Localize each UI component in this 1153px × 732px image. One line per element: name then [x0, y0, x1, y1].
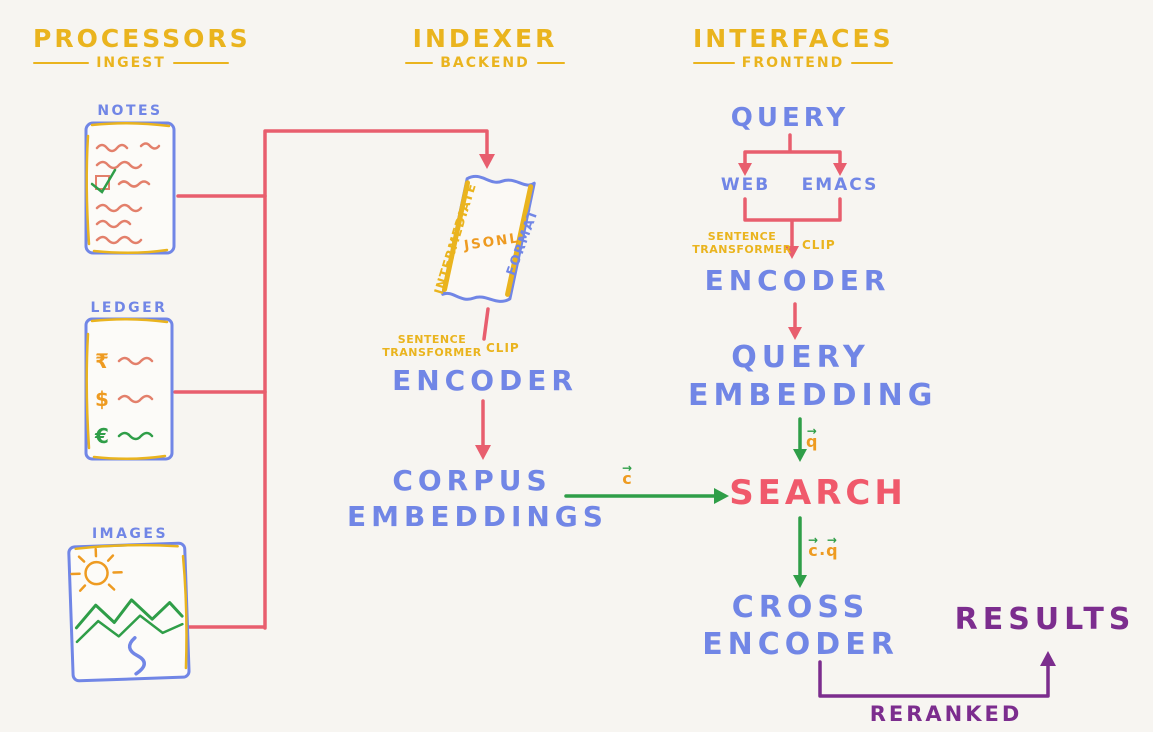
- vector-arrow-icon: →: [622, 461, 633, 475]
- notes-card-drawing: [84, 121, 176, 255]
- interfaces-title: INTERFACES: [693, 24, 894, 53]
- results-arrowhead: [1040, 651, 1056, 666]
- scroll-drawing: [441, 174, 536, 303]
- interface-encoder-label: ENCODER: [704, 264, 891, 297]
- web-client-label: WEB: [720, 175, 771, 195]
- notes-card: [83, 120, 177, 260]
- scroll-shape: [441, 174, 536, 303]
- corpus-vector-label: → c: [622, 462, 632, 487]
- vector-letter: c: [622, 469, 632, 488]
- vector-letter: q: [826, 541, 838, 560]
- sentence-label: SENTENCE: [397, 333, 467, 346]
- indexer-title: INDEXER: [412, 24, 558, 53]
- interfaces-header: INTERFACES FRONTEND: [693, 24, 894, 71]
- euro-symbol: €: [94, 424, 109, 448]
- q-vector: → q: [826, 534, 837, 559]
- transformer-label: TRANSFORMER: [692, 242, 792, 256]
- search-top-arrowhead: [793, 449, 807, 462]
- cross-encoder-line2: ENCODER: [702, 627, 899, 662]
- subtitle-line: [405, 61, 434, 65]
- ledger-card-accent: [85, 317, 169, 461]
- indexer-clip-label: CLIP: [486, 341, 520, 355]
- search-label: SEARCH: [729, 473, 907, 513]
- notes-scribble-lines: [95, 142, 161, 245]
- subtitle-line: [693, 61, 735, 65]
- indexer-subtitle-label: BACKEND: [440, 55, 530, 71]
- cross-encoder-line1: CROSS: [731, 590, 870, 625]
- processors-subtitle: INGEST: [33, 55, 229, 71]
- vector-letter: c: [808, 541, 818, 560]
- query-embedding-line2: EMBEDDING: [688, 378, 938, 413]
- query-embedding-label: QUERY EMBEDDING: [688, 339, 938, 415]
- subtitle-line: [851, 61, 894, 65]
- rerank-line: [818, 658, 1050, 698]
- images-card-drawing: [67, 541, 191, 683]
- interface-clip-label: CLIP: [802, 238, 836, 252]
- indexer-header: INDEXER BACKEND: [405, 24, 565, 71]
- mountains-icon-2: [75, 614, 184, 644]
- indexer-encoder-label: ENCODER: [392, 364, 578, 397]
- checkmark-icon: [90, 168, 117, 194]
- notes-label: NOTES: [97, 103, 163, 119]
- reranked-label: RERANKED: [869, 702, 1023, 726]
- interface-model-label: SENTENCE TRANSFORMER: [683, 230, 801, 256]
- dot-separator: .: [819, 540, 826, 559]
- emacs-client-label: EMACS: [801, 175, 879, 195]
- rupee-symbol: ₹: [95, 349, 109, 373]
- transformer-label: TRANSFORMER: [382, 345, 482, 359]
- query-vector-label: → q: [806, 425, 817, 450]
- vector-letter: q: [806, 432, 818, 451]
- ledger-scribble-3: [117, 431, 154, 441]
- c-vector: → c: [808, 534, 818, 559]
- query-branch-lines: [743, 133, 842, 166]
- results-label: RESULTS: [954, 602, 1136, 637]
- images-card: [66, 540, 193, 688]
- processors-subtitle-label: INGEST: [96, 55, 166, 71]
- interfaces-subtitle: FRONTEND: [693, 55, 894, 71]
- vector-arrow-icon: →: [806, 424, 817, 438]
- cross-encoder-arrowhead: [793, 575, 807, 588]
- corpus-line1: CORPUS: [392, 464, 552, 497]
- processors-header: PROCESSORS INGEST: [33, 24, 251, 71]
- ledger-scribble-1: [117, 356, 154, 366]
- q-vector: → q: [806, 425, 817, 450]
- ledger-scribble-2: [117, 394, 154, 404]
- dot-product-label: → c . → q: [808, 534, 838, 559]
- mountains-icon: [74, 598, 184, 630]
- c-vector: → c: [622, 462, 632, 487]
- query-embedding-line1: QUERY: [731, 340, 870, 375]
- ledger-card-drawing: ₹ $ €: [84, 317, 174, 461]
- corpus-line2: EMBEDDINGS: [347, 500, 608, 533]
- sentence-label: SENTENCE: [707, 230, 777, 243]
- corpus-embeddings-label: CORPUS EMBEDDINGS: [347, 463, 608, 535]
- processors-title: PROCESSORS: [33, 24, 251, 53]
- subtitle-line: [536, 61, 565, 65]
- cross-encoder-label: CROSS ENCODER: [693, 589, 908, 663]
- indexer-model-label: SENTENCE TRANSFORMER: [372, 333, 492, 359]
- subtitle-line: [172, 61, 229, 65]
- corpus-arrowhead: [475, 445, 491, 460]
- interfaces-subtitle-label: FRONTEND: [741, 55, 845, 71]
- scroll-right-band: [505, 184, 534, 297]
- ledger-card: ₹ $ €: [83, 316, 175, 466]
- notes-card-accent: [85, 121, 171, 255]
- ledger-label: LEDGER: [90, 300, 168, 316]
- sun-icon: [70, 547, 123, 592]
- dollar-symbol: $: [95, 387, 109, 411]
- images-card-border: [67, 541, 191, 683]
- query-label: QUERY: [730, 103, 850, 133]
- vector-arrow-icon: →: [808, 533, 819, 547]
- river-icon: [127, 636, 146, 676]
- subtitle-line: [33, 61, 90, 65]
- scroll-left-band: [442, 180, 471, 293]
- jsonl-scroll: [425, 163, 555, 319]
- images-label: IMAGES: [91, 526, 169, 542]
- vector-arrow-icon: →: [826, 533, 837, 547]
- indexer-subtitle: BACKEND: [405, 55, 565, 71]
- images-card-accent: [74, 543, 188, 670]
